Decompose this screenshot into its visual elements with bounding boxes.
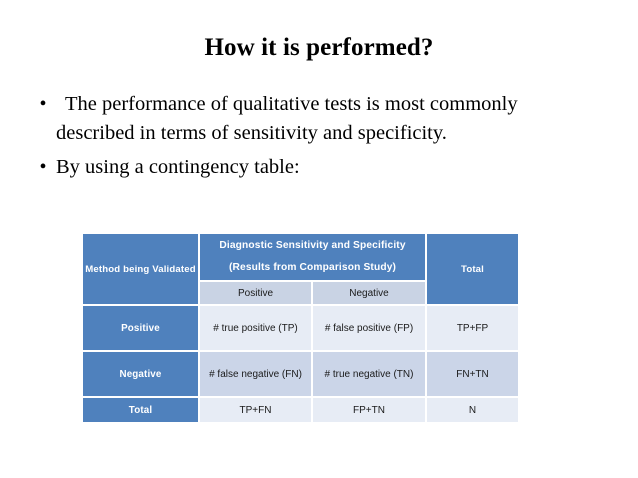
table-subheader-positive: Positive [200, 282, 311, 304]
contingency-table: Method being Validated Diagnostic Sensit… [81, 232, 520, 424]
group-header-line-1: Diagnostic Sensitivity and Specificity [219, 240, 406, 251]
bullet-point-icon: • [39, 93, 47, 115]
table-row: Positive # true positive (TP) # false po… [83, 306, 519, 350]
table-cell-false-positive: # false positive (FP) [313, 306, 426, 350]
table-cell-grand-total: N [427, 398, 519, 422]
group-header-line-2: (Results from Comparison Study) [228, 262, 397, 273]
table-cell-total-negative: FN+TN [427, 352, 519, 396]
table-header-method-being-validated: Method being Validated [83, 234, 198, 304]
table-cell-true-positive: # true positive (TP) [200, 306, 311, 350]
table-header-row: Method being Validated Diagnostic Sensit… [83, 234, 519, 304]
table-cell-total-positive: TP+FP [427, 306, 519, 350]
bullet-text: The performance of qualitative tests is … [56, 93, 518, 144]
table-cell-column-total-negative: FP+TN [313, 398, 426, 422]
table-row-label-positive: Positive [83, 306, 198, 350]
table-subheader-row: Positive Negative [83, 282, 518, 304]
table-row-label-total: Total [83, 398, 198, 422]
table-header-total: Total [427, 234, 519, 304]
table-cell-column-total-positive: TP+FN [200, 398, 311, 422]
table-subheader-negative: Negative [313, 282, 426, 304]
table-row: Total TP+FN FP+TN N [83, 398, 519, 422]
page-title: How it is performed? [204, 34, 434, 61]
table-header-group-diagnostic: Diagnostic Sensitivity and Specificity (… [200, 234, 426, 280]
list-item: • By using a contingency table: [30, 153, 600, 182]
table-row-label-negative: Negative [83, 352, 198, 396]
list-item: • The performance of qualitative tests i… [30, 90, 600, 148]
bullet-point-icon: • [39, 156, 47, 178]
bullet-list: • The performance of qualitative tests i… [30, 90, 600, 187]
table-row: Negative # false negative (FN) # true ne… [83, 352, 519, 396]
table-cell-true-negative: # true negative (TN) [313, 352, 426, 396]
bullet-text: By using a contingency table: [56, 156, 300, 178]
table-cell-false-negative: # false negative (FN) [200, 352, 311, 396]
